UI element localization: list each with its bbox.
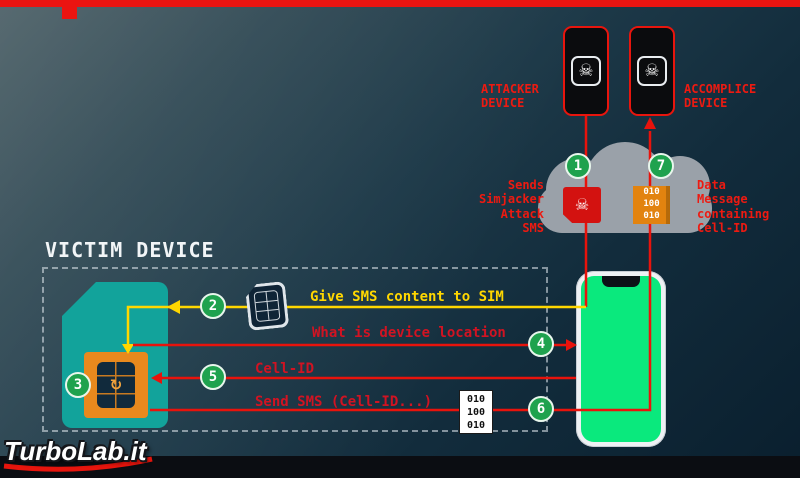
step-badge-5: 5 [200,364,226,390]
skull-icon: ☠ [644,60,660,81]
step-badge-4: 4 [528,331,554,357]
data-message-icon: 010 100 010 [633,186,670,224]
message-give-sms: Give SMS content to SIM [310,289,504,305]
data-message-caption: Data Message containing Cell-ID [697,178,770,236]
attacker-device-icon: ☠ [563,26,609,116]
video-control-bar[interactable] [0,456,800,478]
accomplice-device-label: ACCOMPLICE DEVICE [684,82,757,111]
video-progress-bar[interactable] [0,0,800,7]
phone-notch-icon [602,276,640,287]
accomplice-device-icon: ☠ [629,26,675,116]
step-badge-3: 3 [65,372,91,398]
skull-icon: ☠ [578,60,594,81]
skull-badge: ☠ [571,56,601,86]
malicious-sms-icon: ☠ [563,187,601,223]
message-send-sms: Send SMS (Cell-ID...) [255,394,433,410]
step-badge-6: 6 [528,396,554,422]
skull-badge: ☠ [637,56,667,86]
victim-phone-screen [581,276,661,442]
skull-icon: ☠ [574,195,590,214]
sim-traces [253,290,280,322]
message-location-request: What is device location [312,325,506,341]
step-badge-2: 2 [200,293,226,319]
victim-device-title: VICTIM DEVICE [45,238,215,262]
sat-browser-chip: ↻ [84,352,148,418]
message-cell-id: Cell-ID [255,361,315,377]
step-badge-7: 7 [648,153,674,179]
step-badge-1: 1 [565,153,591,179]
chip-icon: ↻ [97,362,135,408]
attack-sms-caption: Sends Simjacker Attack SMS [478,178,544,236]
attacker-device-label: ATTACKER DEVICE [481,82,539,111]
watermark-underline-icon [3,456,153,472]
sms-binary-icon: 010 100 010 [459,390,493,434]
cycle-icon: ↻ [109,376,123,394]
arrowhead-send-sms-icon [644,117,656,129]
progress-marker [62,7,77,19]
watermark-logo: TurboLab.it [4,436,147,466]
